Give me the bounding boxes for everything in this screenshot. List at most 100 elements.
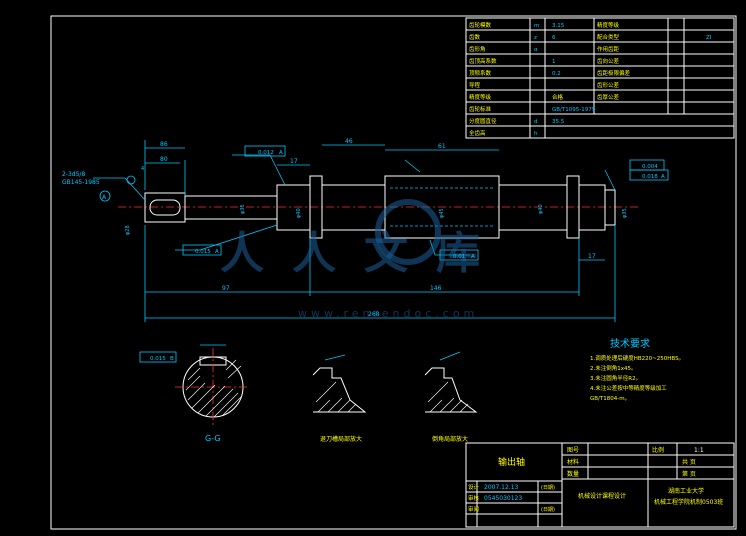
tech-req-item-3: 3.未注圆角半径R2。 — [590, 374, 641, 382]
student-id: 0545030123 — [484, 495, 522, 502]
datum-a-label: A — [102, 194, 107, 201]
keyway-1 — [149, 199, 181, 216]
param-label-6: 精度等级 — [469, 93, 492, 101]
tol-4-value: 0.004 — [642, 164, 658, 170]
detail-2-label: 倒角局部放大 — [432, 435, 468, 443]
course-name: 机械设计课程设计 — [578, 492, 626, 500]
shaft-segment-7 — [578, 184, 606, 231]
keyway-note: 2-3d5/8 — [62, 171, 85, 178]
dim-17b: 17 — [588, 253, 596, 260]
dim-86: 86 — [160, 141, 168, 148]
watermark-url: www.renrendoc.com — [298, 307, 478, 320]
tolerance-frame-6 — [139, 351, 177, 363]
dim-61: 61 — [438, 143, 446, 150]
tol-5-value: 0.018 — [642, 174, 658, 180]
param-value-8: 35.5 — [552, 119, 565, 125]
designer-label: 设计 — [468, 483, 480, 491]
datum-circle-marker — [126, 175, 136, 185]
keyway-standard: GB145-1985 — [62, 179, 100, 186]
param-value-1: 6 — [552, 35, 556, 41]
dia-6: φ35 — [622, 208, 628, 218]
tolerance-frame-5 — [629, 169, 669, 181]
shaft-segment-6 — [498, 184, 568, 231]
tol-6-value: 0.015 — [150, 356, 166, 362]
param-symbol-9: h — [534, 131, 538, 137]
dim-97: 97 — [222, 285, 230, 292]
dim-4: 4 — [141, 166, 144, 172]
param-symbol-1: z — [534, 35, 537, 41]
date-note-1: (日期) — [541, 485, 555, 491]
scale-label: 比例 — [652, 446, 664, 454]
shaft-segment-2 — [184, 195, 278, 220]
tol-3-ref: A — [471, 254, 475, 260]
tolerance-frame-3 — [439, 249, 479, 261]
param-label-8: 分度圆直径 — [469, 117, 497, 125]
param-symbol-2: α — [534, 47, 538, 53]
date-note-2: (日期) — [541, 507, 555, 513]
param-value-7: GB/T1095-1979 — [552, 107, 596, 113]
tech-req-item-2: 2.未注倒角1x45。 — [590, 364, 637, 372]
dim-46: 46 — [345, 138, 353, 145]
tol-6-ref: B — [170, 356, 174, 362]
parameter-table — [465, 17, 735, 139]
scale-value: 1:1 — [694, 447, 704, 454]
param-label-3: 齿顶高系数 — [469, 57, 497, 65]
dia-2: φ35 — [240, 204, 246, 214]
param-label-5: 导程 — [469, 81, 481, 89]
tol-1-value: 0.012 — [258, 150, 274, 156]
param-label2-0: 精度等级 — [597, 21, 620, 29]
tol-5-ref: A — [661, 174, 665, 180]
tolerance-frame-2 — [182, 244, 222, 256]
param-value-0: 3.15 — [552, 23, 565, 29]
param-value2-1: ZI — [706, 35, 712, 41]
detail-chamfer-view — [424, 351, 478, 413]
shaft-segment-8 — [604, 189, 616, 226]
section-gg-label: G-G — [205, 434, 221, 443]
shaft-segment-1 — [144, 192, 186, 223]
datum-a-marker — [99, 190, 111, 202]
shaft-outline — [118, 175, 640, 239]
tech-req-item-4: 4.未注公差按中等精度等级加工 — [590, 384, 667, 392]
watermark-logo — [375, 199, 441, 265]
param-label2-4: 齿距极限偏差 — [597, 69, 631, 77]
tol-1-ref: A — [279, 150, 283, 156]
dimension-lines — [93, 140, 616, 322]
dim-268: 268 — [368, 311, 380, 318]
section-gg-view — [175, 344, 250, 425]
sheet-total: 共 页 — [682, 458, 696, 466]
tech-req-item-5: GB/T1804-m。 — [590, 396, 630, 402]
approve-label: 审阅 — [468, 505, 479, 513]
detail-1-label: 退刀槽局部放大 — [320, 435, 362, 443]
tol-2-value: 0.015 — [195, 249, 211, 255]
param-label2-2: 作用齿距 — [597, 45, 620, 53]
param-header-mid: 合格 — [552, 93, 564, 101]
param-label-7: 齿轮标准 — [469, 105, 492, 113]
param-value-4: 0.2 — [552, 71, 561, 77]
row-label-material: 材料 — [567, 458, 579, 466]
tech-req-title: 技术要求 — [610, 337, 650, 350]
dia-4: φ45 — [439, 208, 445, 218]
design-date: 2007.12.13 — [484, 484, 519, 491]
param-label-1: 齿数 — [469, 33, 481, 41]
param-value-3: 1 — [552, 59, 556, 65]
detail-undercut-view — [312, 354, 367, 413]
param-label-2: 齿形角 — [469, 45, 486, 53]
dia-3: φ40 — [296, 208, 302, 218]
dim-17a: 17 — [290, 158, 298, 165]
dia-5: φ40 — [538, 204, 544, 214]
tech-req-item-1: 1.调质处理后硬度HB220~250HBS。 — [590, 354, 684, 362]
title-block — [465, 442, 735, 528]
dim-80: 80 — [160, 156, 168, 163]
school-name: 湖南工业大学 — [668, 487, 704, 495]
dept-name: 机械工程学院机制0503班 — [654, 498, 723, 506]
tolerance-frame-1 — [244, 145, 286, 157]
param-label-0: 齿轮模数 — [469, 21, 492, 29]
param-label-9: 全齿高 — [469, 129, 486, 137]
part-name: 输出轴 — [498, 456, 525, 468]
tol-3-value: 0.01 — [453, 254, 465, 260]
param-label2-5: 齿形公差 — [597, 81, 620, 89]
sheet-number: 第 页 — [682, 470, 696, 478]
row-label-drawing-no: 图号 — [567, 447, 579, 454]
tol-2-ref: A — [215, 249, 219, 255]
